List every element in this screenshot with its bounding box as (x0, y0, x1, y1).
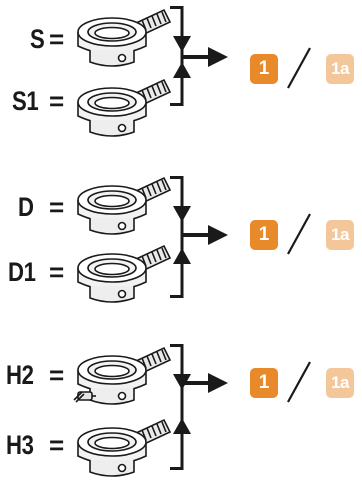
equals-sign: = (49, 24, 65, 54)
label-d1: D1 (8, 257, 36, 287)
drain-fitting-icon (77, 176, 172, 235)
connector-bracket (170, 6, 228, 106)
badge-1: 1 (250, 220, 278, 250)
label-d: D (18, 192, 34, 222)
separator-slash (287, 47, 311, 89)
drain-fitting-icon (77, 78, 172, 137)
label-s1: S1 (12, 86, 39, 116)
badge-1: 1 (250, 368, 278, 398)
drain-fitting-with-valve-icon (73, 346, 172, 405)
equals-sign: = (49, 360, 65, 390)
equals-sign: = (49, 257, 65, 287)
drain-fitting-icon (77, 8, 172, 67)
equals-sign: = (49, 192, 65, 222)
equals-sign: = (49, 86, 65, 116)
badge-1: 1 (250, 54, 278, 84)
drain-fitting-icon (77, 418, 172, 477)
badge-1a: 1a (326, 220, 354, 250)
badge-1a: 1a (326, 54, 354, 84)
badge-1a: 1a (326, 368, 354, 398)
separator-slash (287, 213, 311, 255)
label-h3: H3 (6, 430, 34, 460)
connector-bracket (170, 344, 228, 470)
equals-sign: = (49, 430, 65, 460)
label-h2: H2 (6, 360, 34, 390)
drain-fitting-icon (77, 244, 172, 303)
connector-bracket (170, 176, 228, 298)
label-s: S (30, 24, 45, 54)
separator-slash (287, 361, 311, 403)
